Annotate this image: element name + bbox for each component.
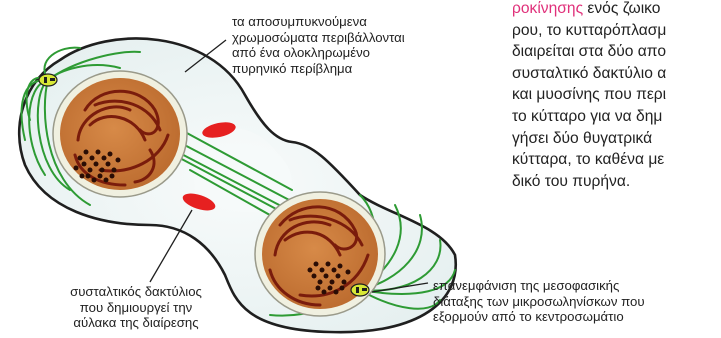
- side-text-line: γήσει δύο θυγατρικά: [512, 128, 666, 150]
- label-line: επανεμφάνιση της μεσοφασικής: [433, 278, 645, 294]
- label-contractile-ring: συσταλτικός δακτύλιος που δημιουργεί την…: [36, 284, 236, 331]
- label-microtubules: επανεμφάνιση της μεσοφασικής διάταξης τω…: [433, 278, 645, 325]
- label-line: διάταξης των μικροσωληνίσκων που: [433, 294, 645, 310]
- label-nuclear-envelope: τα αποσυμπυκνούμενα χρωμοσώματα περιβάλλ…: [232, 14, 405, 76]
- label-line: συσταλτικός δακτύλιος: [36, 284, 236, 300]
- label-line: πυρηνικό περίβλημα: [232, 61, 405, 77]
- side-text-line: ρου, το κυτταρόπλασμ: [512, 20, 666, 42]
- label-line: που δημιουργεί την: [36, 300, 236, 316]
- side-text-line: δικό του πυρήνα.: [512, 171, 666, 193]
- side-text-line: διαιρείται στα δύο απο: [512, 41, 666, 63]
- highlight-term: ροκίνησης: [512, 0, 583, 17]
- label-line: τα αποσυμπυκνούμενα: [232, 14, 405, 30]
- label-line: εξορμούν από το κεντροσωμάτιο: [433, 309, 645, 325]
- label-line: αύλακα της διαίρεσης: [36, 315, 236, 331]
- side-paragraph: ροκίνησης ενός ζωικο ρου, το κυτταρόπλασ…: [512, 0, 666, 192]
- label-line: χρωμοσώματα περιβάλλονται: [232, 30, 405, 46]
- centrosome-icon: [351, 284, 369, 296]
- side-text-line: το κύτταρο για να δημ: [512, 106, 666, 128]
- left-nucleus: [53, 71, 187, 197]
- side-text-line: συσταλτικό δακτύλιο α: [512, 63, 666, 85]
- centrosome-icon: [39, 74, 57, 86]
- right-nucleus: [255, 192, 385, 316]
- side-text-line: ροκίνησης ενός ζωικο: [512, 0, 666, 20]
- side-text-line: και μυοσίνης που περι: [512, 84, 666, 106]
- side-text-line: κύτταρα, το καθένα με: [512, 149, 666, 171]
- side-text-fragment: ενός ζωικο: [583, 0, 660, 17]
- label-line: από ένα ολοκληρωμένο: [232, 45, 405, 61]
